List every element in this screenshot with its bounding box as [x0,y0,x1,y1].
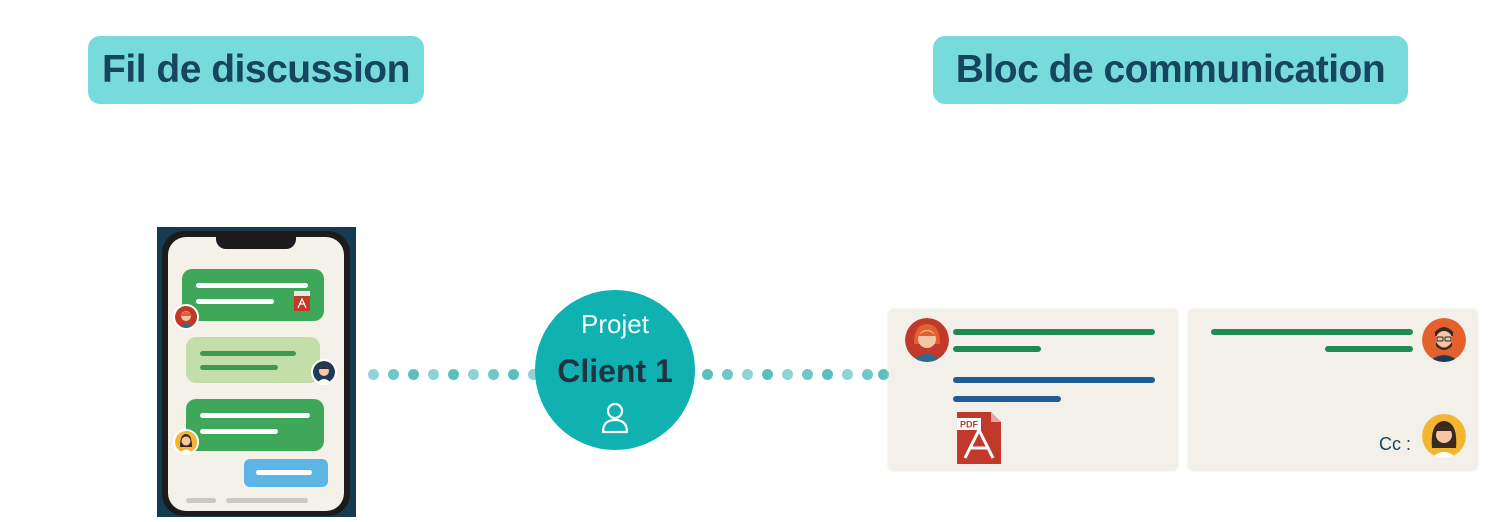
avatar-icon [1422,318,1466,362]
project-hub: Projet Client 1 [535,290,695,450]
text-line [1211,329,1413,335]
phone-notch [216,237,296,249]
chat-bubble-2 [186,337,320,383]
hub-project-label: Projet [581,309,649,339]
svg-text:PDF: PDF [960,420,979,430]
text-line [200,365,278,370]
phone-home-indicator [226,498,308,503]
text-line [196,283,308,288]
text-line [953,329,1155,335]
message-card-sender: PDF [889,310,1177,470]
communication-block-title-pill: Bloc de communication [933,36,1408,104]
text-line [953,377,1155,383]
text-line [953,346,1041,352]
avatar-icon [1422,414,1466,458]
avatar-icon [173,429,199,455]
message-card-recipient: Cc : [1189,310,1477,470]
pdf-icon: PDF [957,412,1001,464]
text-line [1325,346,1413,352]
text-line [200,351,296,356]
hub-client-label: Client 1 [557,353,673,389]
text-line [953,396,1061,402]
user-icon [601,402,629,434]
communication-block-title: Bloc de communication [955,48,1386,91]
phone-nav-bar [186,498,216,503]
avatar-icon [173,304,199,330]
chat-bubble-3 [186,399,324,451]
text-line [200,429,278,434]
thread-title-pill: Fil de discussion [88,36,424,104]
chat-bubble-4 [244,459,328,487]
avatar-icon [311,359,337,385]
text-line [256,470,312,475]
cc-label: Cc : [1379,434,1412,454]
text-line [196,299,274,304]
chat-bubble-1 [182,269,324,321]
text-line [200,413,310,418]
avatar-icon [905,318,949,362]
pdf-icon [294,291,310,311]
thread-title: Fil de discussion [102,48,410,91]
